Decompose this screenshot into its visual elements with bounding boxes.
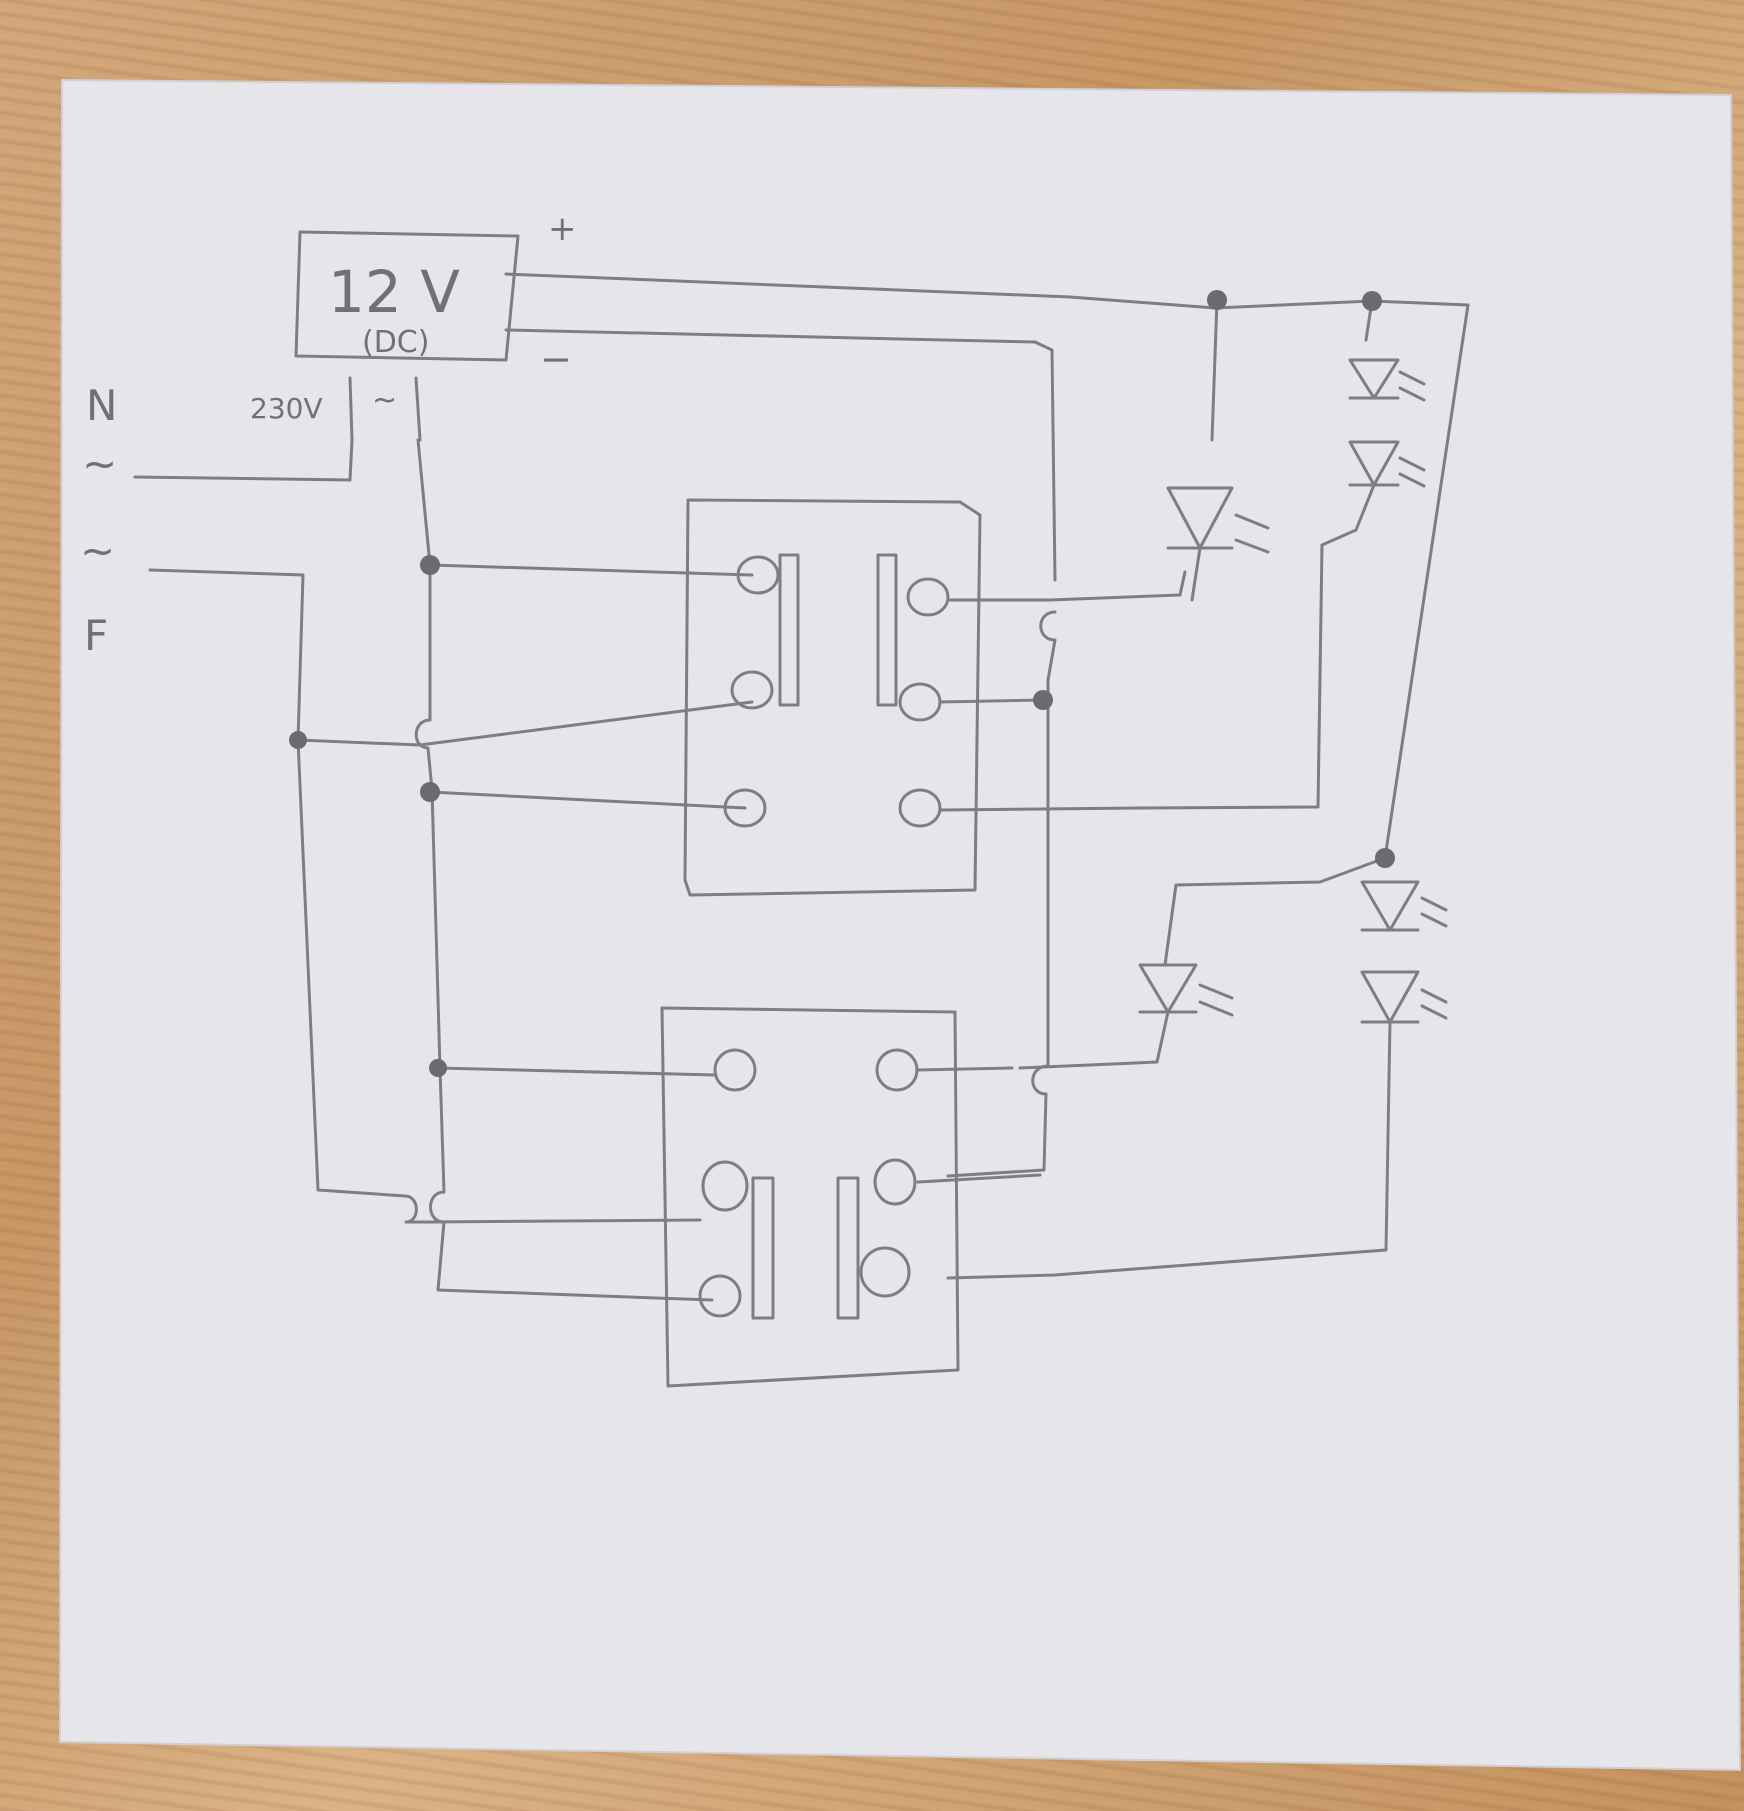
switch-2-terminal-1 xyxy=(713,1048,757,1092)
switch-2-lever-left xyxy=(751,1176,775,1320)
junction-dot xyxy=(1207,290,1227,310)
psu-input-label: 230V xyxy=(250,392,323,425)
switch-1-terminal-3 xyxy=(723,788,767,828)
phase-ac-symbol: ~ xyxy=(80,526,115,575)
switch-1-terminal-4 xyxy=(906,577,950,617)
switch-2-terminal-2 xyxy=(701,1160,749,1212)
neutral-ac-symbol: ~ xyxy=(82,439,117,488)
minus-label: − xyxy=(540,337,572,381)
paper-sheet xyxy=(58,78,1742,1772)
psu-pin-n xyxy=(348,376,354,442)
switch-1-terminal-6 xyxy=(898,788,942,828)
junction-dot xyxy=(1375,848,1395,868)
led-c-light-arrows xyxy=(1398,456,1426,488)
switch-1-terminal-2 xyxy=(730,670,774,710)
switch-1-body xyxy=(683,498,982,897)
psu-ac-symbol: ~ xyxy=(372,383,397,418)
wire-s1-out-1 xyxy=(946,570,1187,602)
psu-pin-l xyxy=(414,376,422,442)
switch-2-body xyxy=(660,1006,960,1388)
psu-voltage-label: 12 V xyxy=(328,258,460,326)
switch-2-lever-right xyxy=(836,1176,860,1320)
junction-dot xyxy=(429,1059,447,1077)
led-e-light-arrows xyxy=(1420,896,1448,928)
phase-label: F xyxy=(84,611,108,660)
wire-led-a-out xyxy=(1190,546,1202,602)
wire-s2-out-2 xyxy=(916,1173,1042,1184)
switch-2-terminal-3 xyxy=(698,1274,742,1318)
led-d-light-arrows xyxy=(1198,983,1234,1017)
wire-neutral xyxy=(133,438,354,482)
wire-phase xyxy=(148,568,702,1224)
wire-led-d-out xyxy=(1018,1010,1170,1070)
wire-s1-mid-from-phase xyxy=(296,700,754,747)
wire-s2-top xyxy=(436,1066,717,1077)
wire-s1-out-2 xyxy=(938,698,1045,704)
switch-1-terminal-1 xyxy=(736,555,780,595)
wire-s2-out-1 xyxy=(916,1066,1014,1072)
wire-s1-top xyxy=(428,563,754,577)
wire-led-ef xyxy=(946,1020,1392,1280)
led-b-light-arrows xyxy=(1398,370,1426,402)
led-e xyxy=(1360,880,1420,932)
switch-1-lever-left xyxy=(778,553,800,707)
psu-type-label: (DC) xyxy=(362,325,429,360)
wire-s1-bottom xyxy=(428,790,747,810)
led-f-light-arrows xyxy=(1420,988,1448,1020)
junction-dot xyxy=(420,555,440,575)
junction-dot xyxy=(1362,291,1382,311)
wire-negative-rail xyxy=(504,328,1057,582)
power-supply-box xyxy=(294,230,520,362)
plus-label: + xyxy=(548,209,577,249)
junction-dot xyxy=(289,731,307,749)
wire-led-a xyxy=(1210,298,1219,442)
led-b xyxy=(1348,358,1400,400)
led-a-light-arrows xyxy=(1234,513,1270,554)
switch-2-terminal-5 xyxy=(873,1158,917,1206)
junction-dot xyxy=(420,782,440,802)
junction-dot xyxy=(1033,690,1053,710)
wire-s1-out-3 xyxy=(938,543,1324,812)
wire-right-bus xyxy=(1383,303,1470,860)
wire-led-d-feed xyxy=(1163,856,1387,967)
wire-led-bc-out xyxy=(1320,483,1376,547)
switch-2-terminal-6 xyxy=(859,1246,911,1298)
switch-1-lever-right xyxy=(876,553,898,707)
neutral-label: N xyxy=(86,381,117,430)
